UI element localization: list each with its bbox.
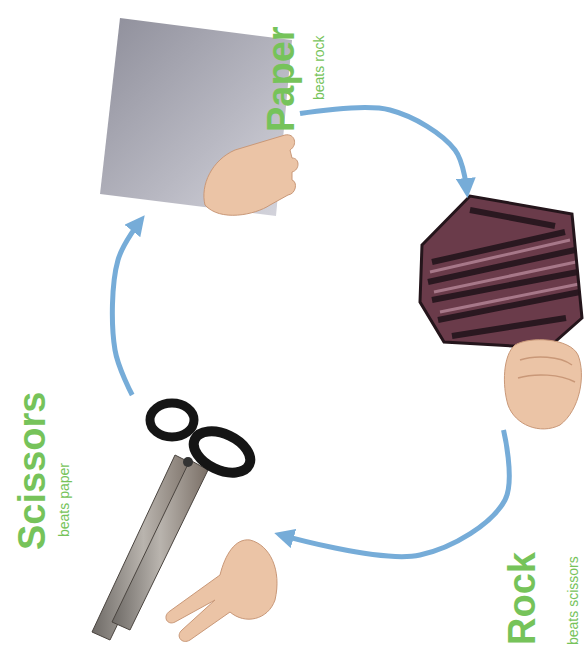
rule-note: beats paper <box>57 463 71 537</box>
rock <box>420 196 582 348</box>
item-name: Scissors <box>13 392 51 550</box>
item-node: Paperbeats rock <box>100 15 300 220</box>
flat-hand <box>204 135 298 216</box>
item-name: Paper <box>262 26 300 132</box>
rule-note: beats scissors <box>566 556 580 645</box>
item-node: Rockbeats scissors <box>418 192 584 430</box>
rule-note: beats rock <box>312 35 326 100</box>
cycle-arrow <box>300 108 467 192</box>
item-name: Rock <box>503 552 541 645</box>
scissors-hand <box>166 540 277 642</box>
cycle-arrow <box>280 430 509 557</box>
fist <box>504 340 581 429</box>
cycle-arrow <box>112 220 141 395</box>
item-node: Scissorsbeats paper <box>80 395 280 645</box>
